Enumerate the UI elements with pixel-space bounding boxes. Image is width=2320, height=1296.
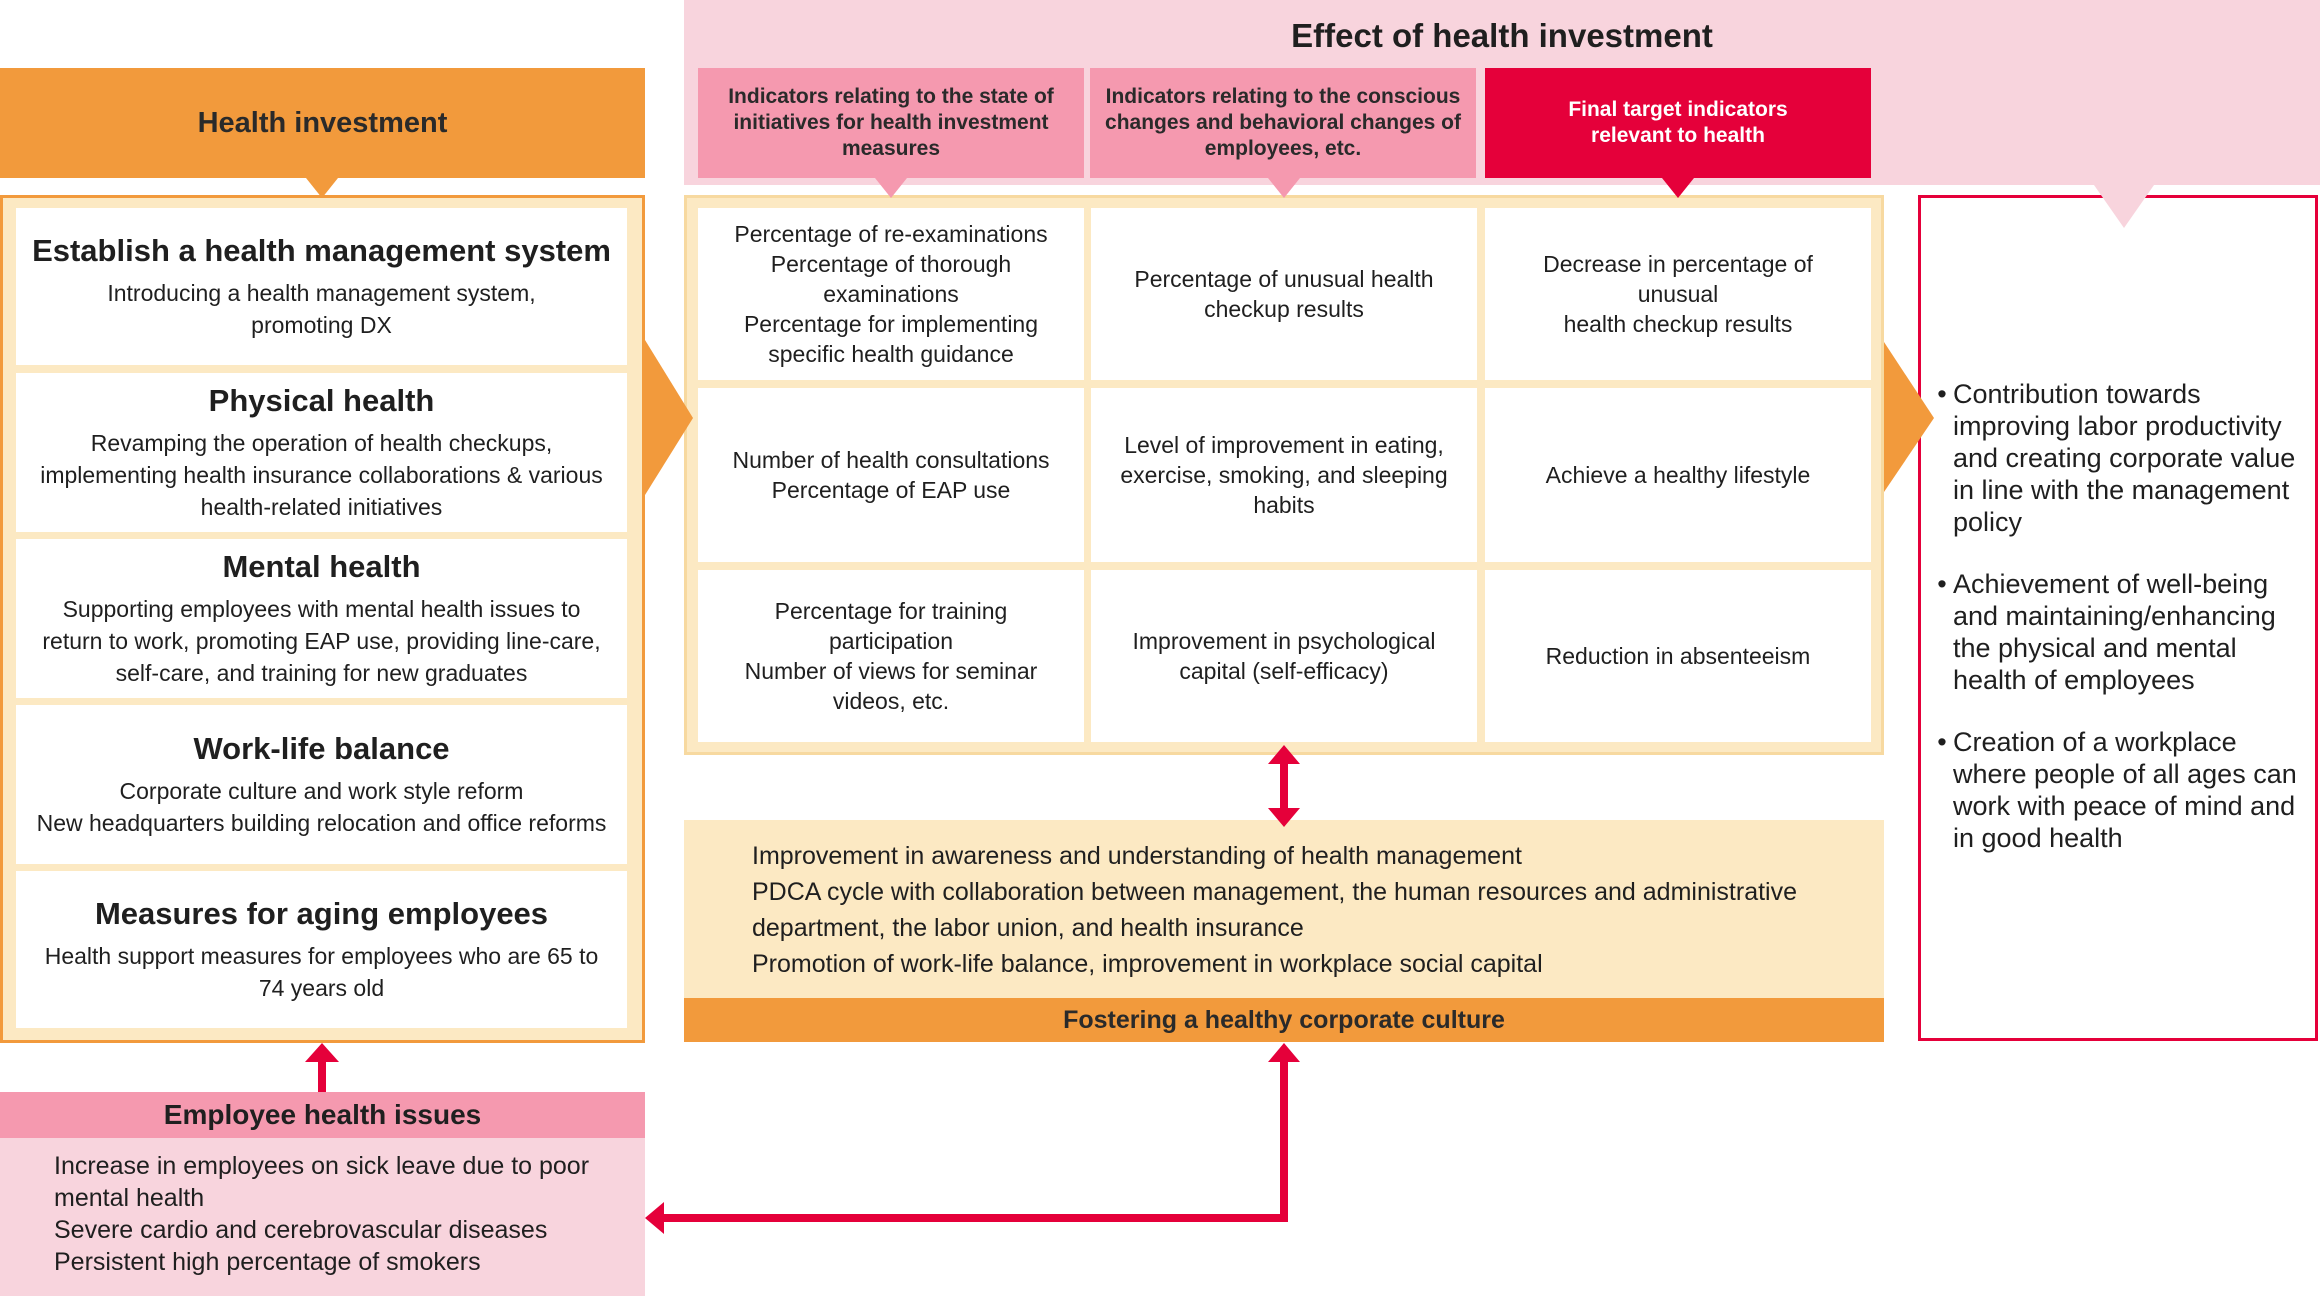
indicator-cell: Level of improvement in eating,exercise,…	[1091, 388, 1477, 562]
culture-label: Fostering a healthy corporate culture	[684, 998, 1884, 1042]
down-notch-indicator-1	[875, 178, 907, 198]
right-chevron-left	[645, 340, 693, 495]
measure-desc: Revamping the operation of health checku…	[40, 429, 603, 520]
elbow-arrow-icon	[645, 1043, 1300, 1234]
down-notch-indicator-3	[1662, 178, 1694, 198]
right-chevron-right	[1884, 342, 1934, 492]
measure-work-life-balance: Work-life balance Corporate culture and …	[16, 705, 627, 864]
measure-mental-health: Mental health Supporting employees with …	[16, 539, 627, 698]
health-investment-header: Health investment	[0, 68, 645, 178]
up-arrow-icon	[305, 1043, 339, 1092]
bullet-icon: •	[1937, 727, 1947, 757]
measure-title: Measures for aging employees	[94, 895, 549, 931]
down-notch-indicator-2	[1268, 178, 1300, 198]
bullet-icon: •	[1937, 379, 1947, 409]
indicator-cell: Reduction in absenteeism	[1485, 570, 1871, 742]
measure-desc: Health support measures for employees wh…	[44, 942, 599, 1001]
effect-title: Effect of health investment	[1291, 17, 1713, 54]
issue-line: mental health	[54, 1184, 205, 1212]
measure-health-management-system: Establish a health management system Int…	[16, 208, 627, 365]
employee-health-issues-header: Employee health issues	[0, 1092, 645, 1138]
measure-physical-health: Physical health Revamping the operation …	[16, 373, 627, 532]
issue-line: Increase in employees on sick leave due …	[54, 1152, 590, 1180]
down-notch-effect-band	[2094, 185, 2154, 228]
issue-line: Severe cardio and cerebrovascular diseas…	[54, 1216, 548, 1244]
measure-aging-employees: Measures for aging employees Health supp…	[16, 871, 627, 1028]
double-arrow-icon	[1268, 745, 1300, 827]
indicator-cell: Achieve a healthy lifestyle	[1485, 388, 1871, 562]
measure-title: Establish a health management system	[32, 232, 611, 268]
measure-title: Physical health	[208, 382, 435, 418]
indicator-header-final-target: Final target indicators relevant to heal…	[1485, 68, 1871, 178]
measure-desc: Introducing a health management system, …	[107, 279, 536, 338]
measure-title: Mental health	[222, 548, 421, 584]
bullet-icon: •	[1937, 569, 1947, 599]
indicator-header-behavioral: Indicators relating to the conscious cha…	[1090, 68, 1476, 178]
employee-health-issues-list: Increase in employees on sick leave due …	[0, 1138, 645, 1296]
measure-desc: Supporting employees with mental health …	[42, 595, 601, 686]
measure-title: Work-life balance	[193, 730, 450, 766]
down-notch-health-investment	[306, 178, 338, 198]
culture-description: Improvement in awareness and understandi…	[684, 820, 1884, 998]
indicator-header-initiatives: Indicators relating to the state of init…	[698, 68, 1084, 178]
measure-desc: Corporate culture and work style reform …	[36, 777, 607, 836]
issue-line: Persistent high percentage of smokers	[54, 1248, 481, 1276]
